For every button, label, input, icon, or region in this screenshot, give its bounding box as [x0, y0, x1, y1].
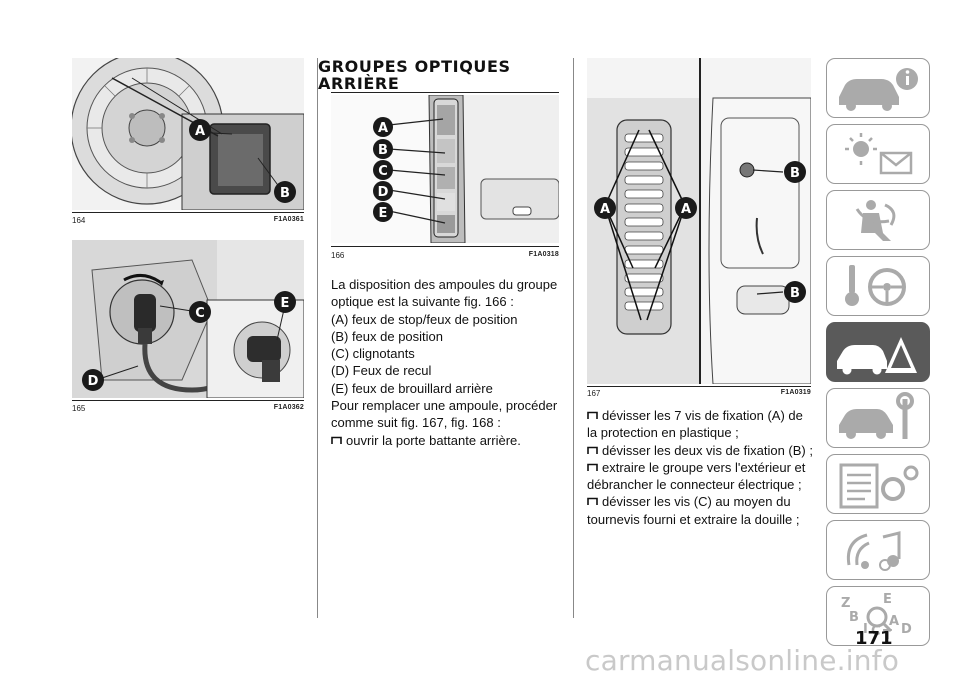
column-divider [317, 58, 318, 618]
column-divider [573, 58, 574, 618]
figure-number: 166 [331, 251, 345, 260]
callout-b: B [280, 186, 290, 201]
page-number: 171 [855, 628, 893, 649]
bullet-item: dévisser les 7 vis de fixation (A) de la… [587, 407, 815, 442]
figure-166: A B C D E [331, 95, 559, 243]
svg-text:I: I [863, 622, 868, 637]
bullet-item: extraire le groupe vers l'extérieur et d… [587, 459, 815, 494]
emergency-car-icon [837, 337, 917, 375]
tab-starting-driving[interactable] [826, 256, 930, 316]
svg-text:A: A [889, 614, 899, 629]
callout-e: E [379, 206, 388, 221]
bullet-icon [587, 446, 598, 454]
callout-c: C [378, 164, 388, 179]
caption-164: 164 F1A0361 [72, 216, 304, 226]
svg-text:C: C [871, 624, 881, 639]
callout-b: B [378, 143, 388, 158]
bullet-icon [587, 498, 598, 506]
tab-safety[interactable] [826, 190, 930, 250]
bullet-icon [587, 411, 598, 419]
caption-167: 167 F1A0319 [587, 389, 811, 399]
callout-a: A [195, 124, 205, 139]
bullet-icon [331, 436, 342, 444]
caption-165: 165 F1A0362 [72, 404, 304, 414]
bullet-item: dévisser les vis (C) au moyen du tournev… [587, 493, 815, 528]
intro-paragraph: La disposition des ampoules du groupe op… [331, 277, 558, 310]
bullet-text: dévisser les 7 vis de fixation (A) de la… [587, 408, 803, 441]
bulb-item-a: (A) feux de stop/feux de position [331, 311, 518, 327]
section-title: GROUPES OPTIQUES ARRIÈRE [318, 58, 560, 92]
caption-rule [331, 246, 559, 247]
callout-d: D [88, 374, 99, 389]
caption-rule [72, 212, 304, 213]
figure-code: F1A0362 [273, 404, 304, 411]
maintenance-car-icon [839, 392, 914, 439]
callout-a: A [681, 202, 691, 217]
figure-number: 165 [72, 404, 86, 413]
bulb-item-e: (E) feux de brouillard arrière [331, 380, 493, 396]
figure-number: 167 [587, 389, 601, 398]
caption-166: 166 F1A0318 [331, 251, 559, 261]
svg-text:B: B [849, 610, 859, 625]
bullet-item: ouvrir la porte battante arrière. [331, 432, 563, 449]
tab-car-info[interactable] [826, 58, 930, 118]
figure-code: F1A0361 [273, 216, 304, 223]
technical-data-icon [839, 463, 919, 509]
section-title-line1: GROUPES OPTIQUES [318, 57, 511, 76]
right-body-text: dévisser les 7 vis de fixation (A) de la… [587, 407, 815, 528]
tab-technical-data[interactable] [826, 454, 930, 514]
title-rule [331, 92, 559, 93]
caption-rule [587, 386, 811, 387]
callout-b: B [790, 286, 800, 301]
watermark: carmanualsonline.info [585, 644, 900, 677]
bullet-text: extraire le groupe vers l'extérieur et d… [587, 459, 806, 493]
svg-text:E: E [883, 592, 892, 607]
section-title-line2: ARRIÈRE [318, 74, 400, 93]
caption-rule [72, 400, 304, 401]
bulb-item-b: (B) feux de position [331, 328, 444, 344]
svg-text:T: T [883, 628, 892, 643]
steering-key-icon [845, 265, 906, 306]
callout-c: C [195, 306, 205, 321]
tab-emergency[interactable] [826, 322, 930, 382]
tab-warning-lights[interactable] [826, 124, 930, 184]
bullet-text: ouvrir la porte battante arrière. [346, 432, 521, 448]
middle-body-text: La disposition des ampoules du groupe op… [331, 276, 563, 449]
bulb-item-d: (D) Feux de recul [331, 363, 432, 379]
svg-text:D: D [901, 622, 912, 637]
figure-167: A A B B [587, 58, 811, 384]
car-info-icon [839, 68, 918, 111]
callout-e: E [281, 296, 290, 311]
bullet-icon [587, 463, 598, 471]
figure-number: 164 [72, 216, 86, 225]
figure-164: A B [72, 58, 304, 210]
bulb-item-c: (C) clignotants [331, 346, 415, 362]
callout-b: B [790, 166, 800, 181]
warning-lights-icon [845, 133, 913, 175]
tab-multimedia[interactable] [826, 520, 930, 580]
callout-d: D [378, 185, 389, 200]
figure-code: F1A0319 [780, 389, 811, 396]
bullet-item: dévisser les deux vis de fixation (B) ; [587, 442, 815, 459]
callout-a: A [378, 121, 388, 136]
figure-code: F1A0318 [528, 251, 559, 258]
callout-a: A [600, 202, 610, 217]
svg-text:Z: Z [841, 596, 850, 611]
multimedia-icon [846, 531, 901, 571]
procedure-paragraph: Pour remplacer une ampoule, procéder com… [331, 398, 558, 431]
figure-165: C E D [72, 240, 304, 398]
tab-maintenance[interactable] [826, 388, 930, 448]
safety-airbag-icon [855, 200, 896, 241]
bullet-text: dévisser les deux vis de fixation (B) ; [602, 442, 813, 458]
bullet-text: dévisser les vis (C) au moyen du tournev… [587, 494, 800, 527]
